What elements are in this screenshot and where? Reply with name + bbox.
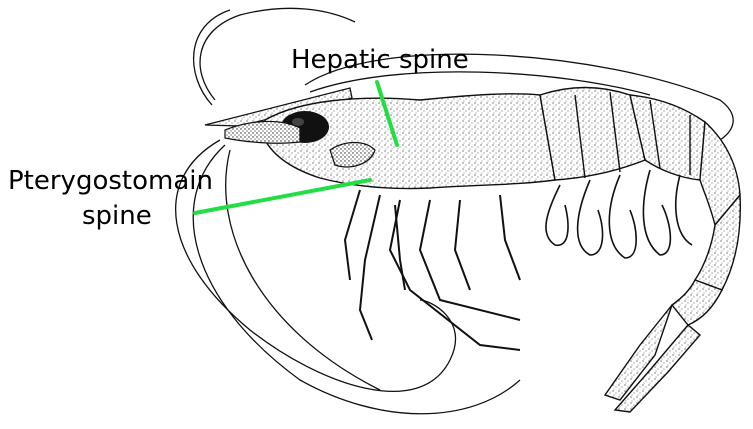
swimmerets <box>546 170 692 258</box>
pterygostomain-spine-label-line2: spine <box>82 203 152 229</box>
pterygostomain-spine-pointer <box>195 180 370 213</box>
walking-legs <box>345 190 520 350</box>
hepatic-spine-label: Hepatic spine <box>291 47 469 73</box>
pterygostomain-spine-label-line1: Pterygostomain <box>8 168 213 194</box>
